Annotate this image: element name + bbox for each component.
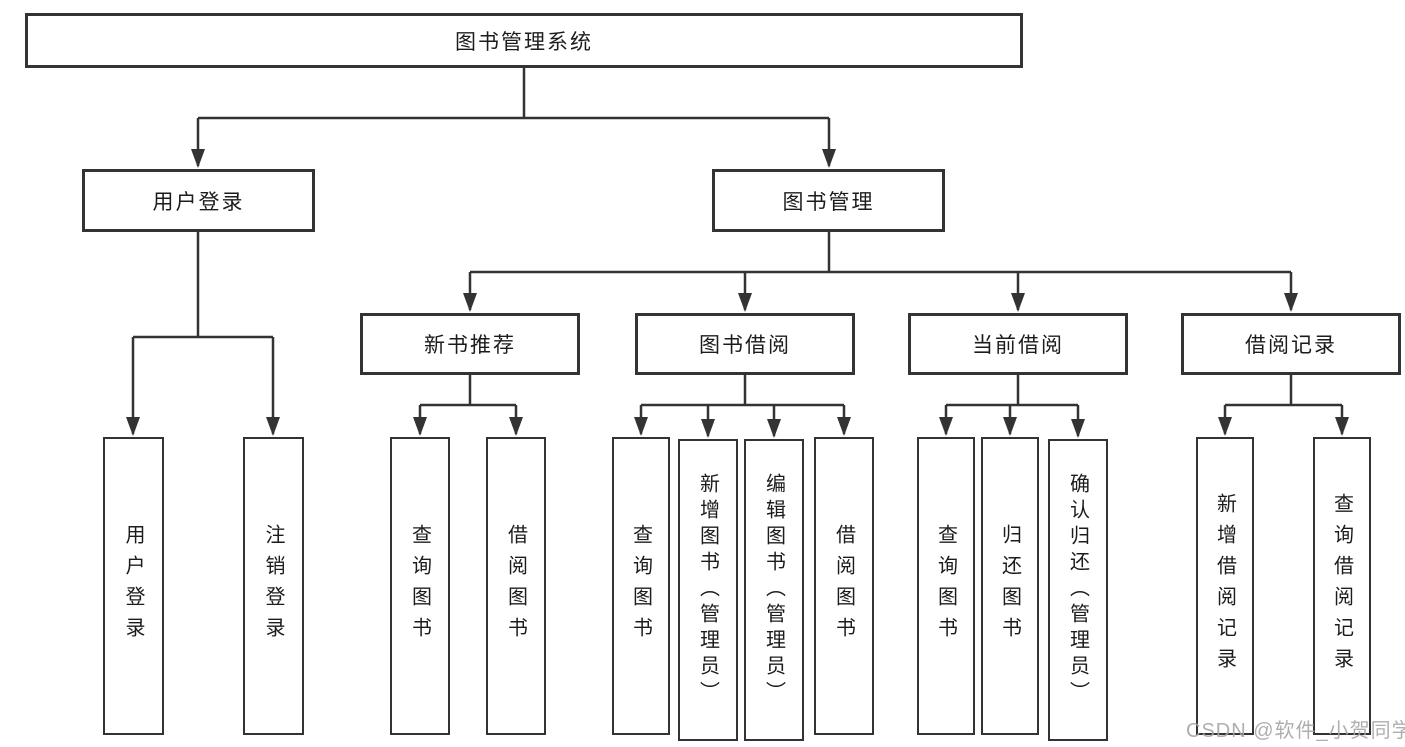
- leaf-query-books-recommend: 查询图书: [390, 437, 450, 735]
- leaf-query-borrow-record: 查询借阅记录: [1313, 437, 1371, 735]
- node-new-book-recommendation: 新书推荐: [360, 313, 580, 375]
- leaf-add-borrow-record: 新增借阅记录: [1196, 437, 1254, 735]
- node-current-borrowing: 当前借阅: [908, 313, 1128, 375]
- node-borrowing-records: 借阅记录: [1181, 313, 1401, 375]
- leaf-query-books-current: 查询图书: [917, 437, 975, 735]
- node-user-login: 用户登录: [82, 169, 315, 232]
- leaf-borrow-books-borrowing: 借阅图书: [814, 437, 874, 735]
- leaf-borrow-books-recommend: 借阅图书: [486, 437, 546, 735]
- node-library-management-system: 图书管理系统: [25, 13, 1023, 68]
- leaf-return-books: 归还图书: [981, 437, 1039, 735]
- leaf-query-books-borrowing: 查询图书: [612, 437, 670, 735]
- leaf-logout: 注销登录: [243, 437, 304, 735]
- leaf-confirm-return-admin: 确认归还（管理员）: [1048, 439, 1108, 741]
- csdn-watermark: CSDN @软件_小贺同学: [1186, 720, 1405, 742]
- leaf-add-book-admin: 新增图书（管理员）: [678, 439, 738, 741]
- leaf-user-login: 用户登录: [103, 437, 164, 735]
- node-book-borrowing: 图书借阅: [635, 313, 855, 375]
- leaf-edit-book-admin: 编辑图书（管理员）: [744, 439, 804, 741]
- node-book-management: 图书管理: [712, 169, 945, 232]
